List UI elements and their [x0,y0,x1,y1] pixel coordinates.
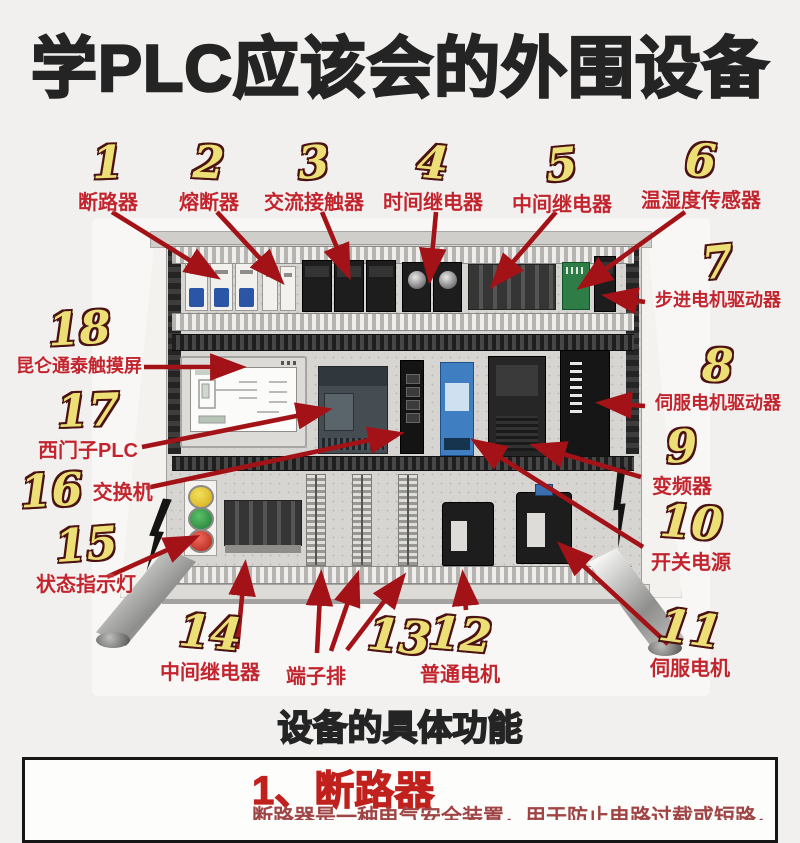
network-switch-device [400,360,424,454]
breaker-product-photo [60,765,245,820]
callout-5-label: 中间继电器 [512,194,612,216]
callout-4-number: 4 [414,133,452,191]
callout-2-label: 熔断器 [179,192,239,214]
callout-10: 10 开关电源 [644,493,738,575]
callout-11-label: 伺服电机 [650,658,730,680]
callout-3-label: 交流接触器 [264,192,364,214]
callout-6-label: 温湿度传感器 [641,190,761,212]
callout-9: 9 变频器 [640,418,724,499]
callout-17-number: 17 [54,382,121,440]
function-item-title: 1、断路器 [251,768,435,813]
circuit-breaker-device [235,263,258,311]
cabinet-shadow [162,599,640,604]
servo-drive-device [560,350,610,462]
hmi-buttons [281,361,299,365]
callout-11: 11 伺服电机 [644,597,736,681]
section-heading: 设备的具体功能 [277,708,524,749]
callout-14-label: 中间继电器 [160,662,260,684]
callout-12-number: 12 [425,604,495,665]
callout-1-label: 断路器 [78,192,138,214]
poster: 学PLC应该会的外围设备 [14,31,788,843]
callout-3-number: 3 [295,134,333,192]
circuit-breaker-device [210,263,233,311]
callout-15-number: 15 [52,515,121,575]
callout-2-number: 2 [191,134,228,191]
callout-16-number: 16 [17,461,85,520]
callout-13-label: 端子排 [286,666,346,688]
hmi-touchscreen-device [180,356,307,448]
callout-7-label: 步进电机驱动器 [655,290,781,310]
hmi-screen-graphic [195,370,287,424]
wire-duct-dark [172,456,634,471]
hmi-screen [190,367,297,432]
servo-connector [535,484,553,496]
callout-1: 1 断路器 [70,134,146,215]
circuit-breaker-device [185,263,208,311]
callout-15-label: 状态指示灯 [36,574,136,596]
callout-6-number: 6 [683,132,720,189]
callout-12: 12 普通电机 [414,604,506,687]
callout-17: 17 西门子PLC [32,382,144,463]
function-item-description: 断路器是一种电气安全装置，用于防止电路过载或短路，它 [252,806,764,820]
callout-6: 6 温湿度传感器 [638,132,764,213]
callout-7-number: 7 [698,233,737,292]
page-title: 学PLC应该会的外围设备 [30,31,770,105]
callout-9-label: 变频器 [652,476,712,498]
intermediate-relay-row-device [224,500,302,553]
indicator-green [187,507,214,531]
indicator-red [187,529,214,553]
vfd-device [488,356,546,460]
terminal-strip-device [352,474,372,566]
terminal-strip-device [398,474,418,566]
ac-contactor-device [334,260,364,312]
callout-7: 7 步进电机驱动器 [648,233,788,312]
siemens-plc-device [318,366,388,454]
time-relay-device [433,262,462,312]
callout-8-number: 8 [700,337,736,394]
callout-17-label: 西门子PLC [38,440,138,462]
ac-contactor-device [302,260,332,312]
callout-8-label: 伺服电机驱动器 [655,393,781,413]
callout-8: 8 伺服电机驱动器 [648,337,788,415]
callout-13-number: 13 [364,606,434,668]
callout-14-number: 14 [175,602,245,663]
callout-15: 15 状态指示灯 [30,515,142,597]
callout-13: 13 端子排 [286,606,435,688]
callout-11-number: 11 [654,597,726,661]
relay-bank-device [468,264,556,310]
callout-16-label: 交换机 [92,482,153,504]
callout-12-label: 普通电机 [420,664,500,686]
fuse-device [262,266,278,311]
callout-1-number: 1 [90,134,126,191]
switching-power-supply-device [440,362,474,456]
callout-5-number: 5 [543,135,581,193]
fuse-device [280,266,296,311]
time-relay-device [402,262,431,312]
temp-humidity-sensor-device [562,262,590,310]
callout-18-number: 18 [45,299,113,358]
wire-duct-dark [172,334,634,351]
callout-10-number: 10 [657,493,726,553]
ordinary-motor-device [442,502,494,566]
wire-duct [172,313,634,331]
callout-9-number: 9 [664,418,701,475]
foot-pad-left [96,632,130,648]
status-indicator-lights-device [184,480,217,556]
callout-18: 18 昆仑通泰触摸屏 [14,299,144,378]
callout-10-label: 开关电源 [651,552,731,574]
callout-18-label: 昆仑通泰触摸屏 [16,356,142,376]
callout-14: 14 中间继电器 [156,602,264,685]
servo-motor-device [516,484,572,564]
callout-3: 3 交流接触器 [262,134,366,215]
wire-duct [176,566,632,584]
ac-contactor-device [366,260,396,312]
callout-4-label: 时间继电器 [383,192,483,214]
stepper-driver-device [594,256,616,312]
terminal-strip-device [306,474,326,566]
callout-2: 2 熔断器 [174,134,244,215]
callout-16: 16 交换机 [17,461,153,520]
callout-4: 4 时间继电器 [383,133,483,215]
indicator-yellow [187,485,214,509]
callout-5: 5 中间继电器 [510,135,614,217]
